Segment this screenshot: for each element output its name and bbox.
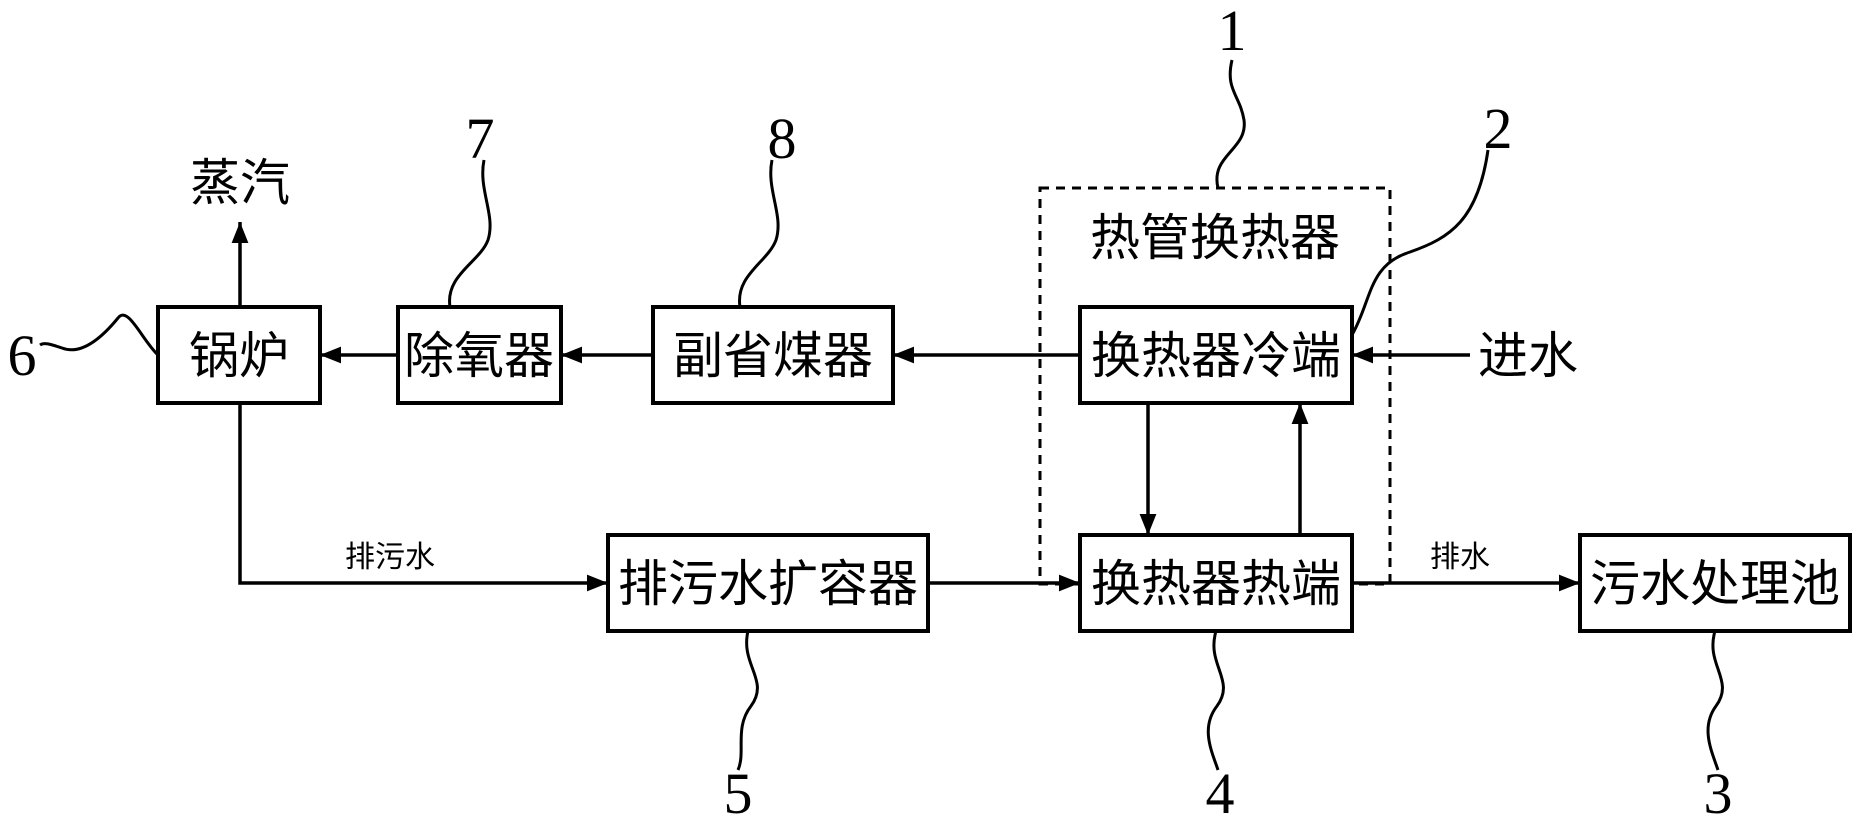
hx-cold-end-box: 换热器冷端: [1078, 305, 1354, 405]
ref-number-7: 7: [466, 106, 495, 171]
deaerator-label: 除氧器: [404, 327, 554, 385]
leader-line-6: [39, 313, 160, 357]
drain-water-label: 排水: [1430, 540, 1490, 575]
boiler-box: 锅炉: [156, 305, 322, 405]
economizer-label: 副省煤器: [673, 327, 873, 385]
inlet-water-label: 进水: [1478, 327, 1578, 385]
deaerator-box: 除氧器: [396, 305, 563, 405]
blowdown-water-label: 排污水: [345, 540, 435, 575]
leader-line-8: [738, 159, 780, 308]
leader-line-5: [736, 630, 759, 771]
ref-number-2: 2: [1484, 96, 1513, 161]
hx-hot-end-box: 换热器热端: [1078, 533, 1354, 633]
blowdown-tank-label: 排污水扩容器: [618, 555, 918, 613]
heat-pipe-exchanger-label: 热管换热器: [1090, 209, 1340, 267]
ref-number-5: 5: [724, 761, 753, 826]
ref-number-6: 6: [8, 323, 37, 388]
steam-label: 蒸汽: [190, 154, 290, 212]
ref-number-1: 1: [1218, 0, 1247, 63]
hx-hot-end-label: 换热器热端: [1091, 555, 1341, 613]
leader-line-1: [1215, 59, 1246, 189]
sewage-pool-box: 污水处理池: [1578, 533, 1852, 633]
ref-number-3: 3: [1704, 761, 1733, 826]
leader-line-2: [1350, 149, 1490, 336]
leader-line-7: [448, 159, 492, 308]
blowdown-tank-box: 排污水扩容器: [606, 533, 930, 633]
economizer-box: 副省煤器: [651, 305, 895, 405]
boiler-label: 锅炉: [189, 327, 289, 385]
leader-line-3: [1706, 630, 1724, 771]
leader-line-4: [1206, 630, 1225, 771]
blowdown-water-arrow: [238, 403, 608, 592]
sewage-pool-label: 污水处理池: [1590, 555, 1840, 613]
ref-number-4: 4: [1206, 761, 1235, 826]
hx-cold-end-label: 换热器冷端: [1091, 327, 1341, 385]
ref-number-8: 8: [768, 106, 797, 171]
